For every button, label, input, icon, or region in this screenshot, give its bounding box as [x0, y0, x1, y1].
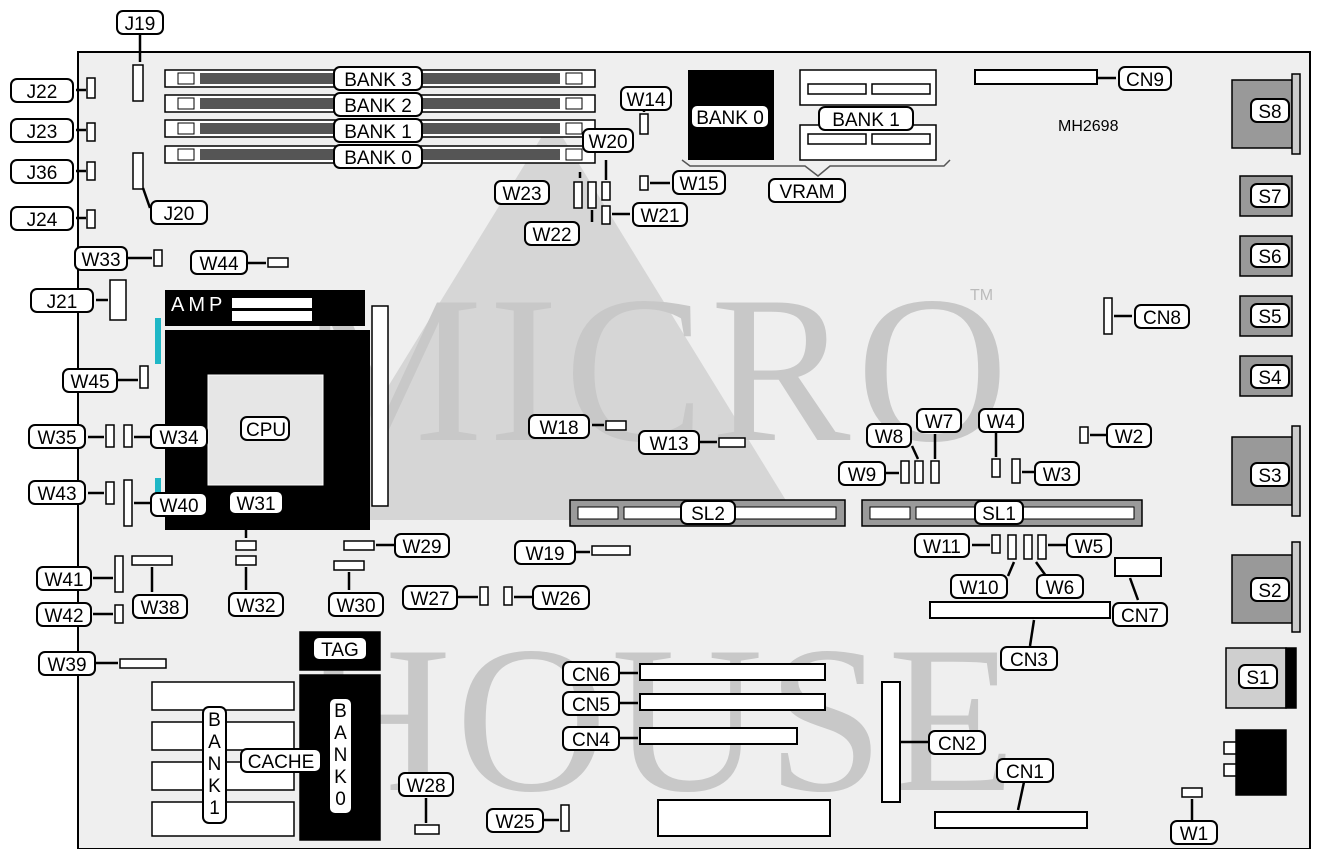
label-cn3: CN3: [1000, 646, 1058, 671]
label-vram-bank1: BANK 1: [818, 106, 914, 131]
label-simm-bank0: BANK 0: [333, 144, 423, 169]
cache-bank1-char: K: [208, 776, 221, 797]
label-cn9: CN9: [1118, 66, 1172, 91]
label-w15: W15: [672, 170, 726, 195]
label-w39: W39: [38, 651, 96, 676]
label-w41: W41: [36, 566, 92, 591]
label-w8: W8: [866, 423, 912, 448]
label-w20: W20: [582, 128, 634, 153]
label-s7: S7: [1250, 183, 1290, 208]
label-w4: W4: [978, 408, 1024, 433]
label-w29: W29: [394, 533, 450, 558]
cache-bank0-char: A: [334, 723, 347, 744]
label-j24: J24: [10, 206, 74, 231]
label-w40: W40: [150, 492, 208, 517]
cache-bank1-char: 1: [209, 798, 220, 819]
label-s2: S2: [1250, 577, 1290, 602]
label-cache: CACHE: [240, 748, 322, 773]
label-w2: W2: [1106, 423, 1152, 448]
trademark: TM: [970, 287, 993, 304]
cache-bank0-char: N: [333, 745, 348, 766]
label-w21: W21: [632, 202, 688, 227]
label-s8: S8: [1250, 98, 1290, 123]
jumpers: [86, 64, 1203, 835]
label-w28: W28: [398, 772, 454, 797]
label-w44: W44: [190, 250, 248, 275]
label-cn6: CN6: [562, 661, 620, 686]
cache-bank1-char: A: [208, 732, 221, 753]
label-cpu: CPU: [240, 416, 290, 441]
label-sl2: SL2: [680, 500, 736, 525]
label-w7: W7: [916, 408, 962, 433]
label-cn5: CN5: [562, 691, 620, 716]
label-w26: W26: [532, 585, 590, 610]
socket-brand: AMP: [171, 294, 227, 316]
vram-bracket: [681, 159, 951, 177]
label-sl1: SL1: [974, 500, 1024, 525]
label-s4: S4: [1250, 364, 1290, 389]
label-w1: W1: [1170, 820, 1218, 845]
label-j20: J20: [150, 200, 208, 225]
label-cn4: CN4: [562, 726, 620, 751]
label-cache-bank1: B A N K 1: [202, 706, 227, 824]
cache-bank0-char: B: [334, 701, 347, 722]
label-w42: W42: [36, 602, 92, 627]
label-simm-bank3: BANK 3: [333, 66, 423, 91]
label-w30: W30: [328, 592, 384, 617]
label-cn7: CN7: [1112, 602, 1168, 627]
label-j19: J19: [116, 10, 164, 35]
label-w43: W43: [28, 480, 86, 505]
label-w18: W18: [528, 414, 590, 439]
label-w31: W31: [228, 490, 284, 515]
label-simm-bank2: BANK 2: [333, 92, 423, 117]
connectors-cn: [639, 557, 1162, 837]
label-w27: W27: [402, 585, 458, 610]
label-cn2: CN2: [928, 730, 986, 755]
label-s6: S6: [1250, 243, 1290, 268]
label-w6: W6: [1036, 574, 1084, 599]
label-w13: W13: [638, 430, 700, 455]
label-vram-bank0: BANK 0: [690, 104, 770, 129]
label-w45: W45: [62, 368, 118, 393]
label-w9: W9: [838, 461, 886, 486]
label-w33: W33: [74, 246, 128, 271]
label-w38: W38: [132, 594, 188, 619]
label-j23: J23: [10, 118, 74, 143]
label-cn1: CN1: [996, 758, 1054, 783]
label-s1: S1: [1238, 664, 1278, 689]
cache-bank0-char: 0: [335, 789, 346, 810]
cache-bank1-char: N: [207, 754, 222, 775]
label-s5: S5: [1250, 303, 1290, 328]
label-w3: W3: [1034, 461, 1080, 486]
label-w23: W23: [494, 180, 550, 205]
leader-lines: [76, 35, 1194, 823]
label-j22: J22: [10, 78, 74, 103]
label-w11: W11: [914, 533, 970, 558]
label-w34: W34: [150, 424, 208, 449]
label-simm-bank1: BANK 1: [333, 118, 423, 143]
cache-bank1-char: B: [208, 710, 221, 731]
cn9-header: [974, 69, 1098, 85]
label-w25: W25: [486, 808, 544, 833]
label-w10: W10: [950, 574, 1008, 599]
watermark-triangle: [306, 120, 798, 520]
label-s3: S3: [1250, 462, 1290, 487]
label-tag: TAG: [312, 636, 368, 661]
label-cn8: CN8: [1134, 304, 1190, 329]
label-w19: W19: [514, 540, 576, 565]
label-vram: VRAM: [768, 178, 846, 203]
label-j21: J21: [30, 288, 94, 313]
label-cache-bank0: B A N K 0: [328, 697, 353, 815]
label-j36: J36: [10, 159, 74, 184]
model-number: MH2698: [1058, 118, 1119, 135]
label-w5: W5: [1066, 533, 1112, 558]
label-w22: W22: [524, 221, 580, 246]
label-w14: W14: [620, 86, 672, 111]
cache-bank0-char: K: [334, 767, 347, 788]
label-w35: W35: [28, 424, 86, 449]
label-w32: W32: [228, 592, 284, 617]
